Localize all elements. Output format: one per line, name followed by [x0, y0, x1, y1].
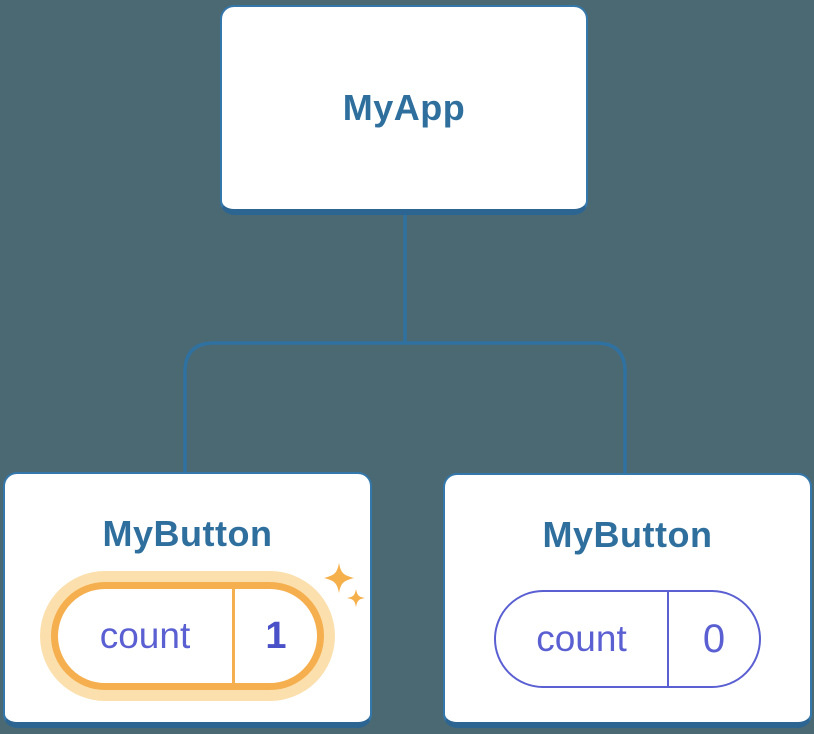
state-value: 1	[265, 614, 287, 657]
node-title: MyButton	[542, 514, 713, 555]
state-name: count	[99, 615, 191, 656]
state-divider	[667, 592, 669, 686]
state-divider	[232, 589, 235, 683]
state-name: count	[536, 618, 627, 659]
component-node-mybutton-initial: MyButton count 0	[443, 473, 812, 728]
state-value: 0	[702, 616, 726, 661]
node-title: MyApp	[342, 87, 466, 128]
state-pill: count 1	[51, 582, 324, 690]
state-pill-highlight-glow: count 1	[40, 571, 335, 701]
connector-branch	[183, 341, 627, 473]
state-pill: count 0	[494, 590, 761, 688]
node-title: MyButton	[102, 513, 273, 554]
component-node-myapp: MyApp	[220, 5, 588, 215]
component-node-mybutton-updated: MyButton count 1	[3, 472, 372, 728]
